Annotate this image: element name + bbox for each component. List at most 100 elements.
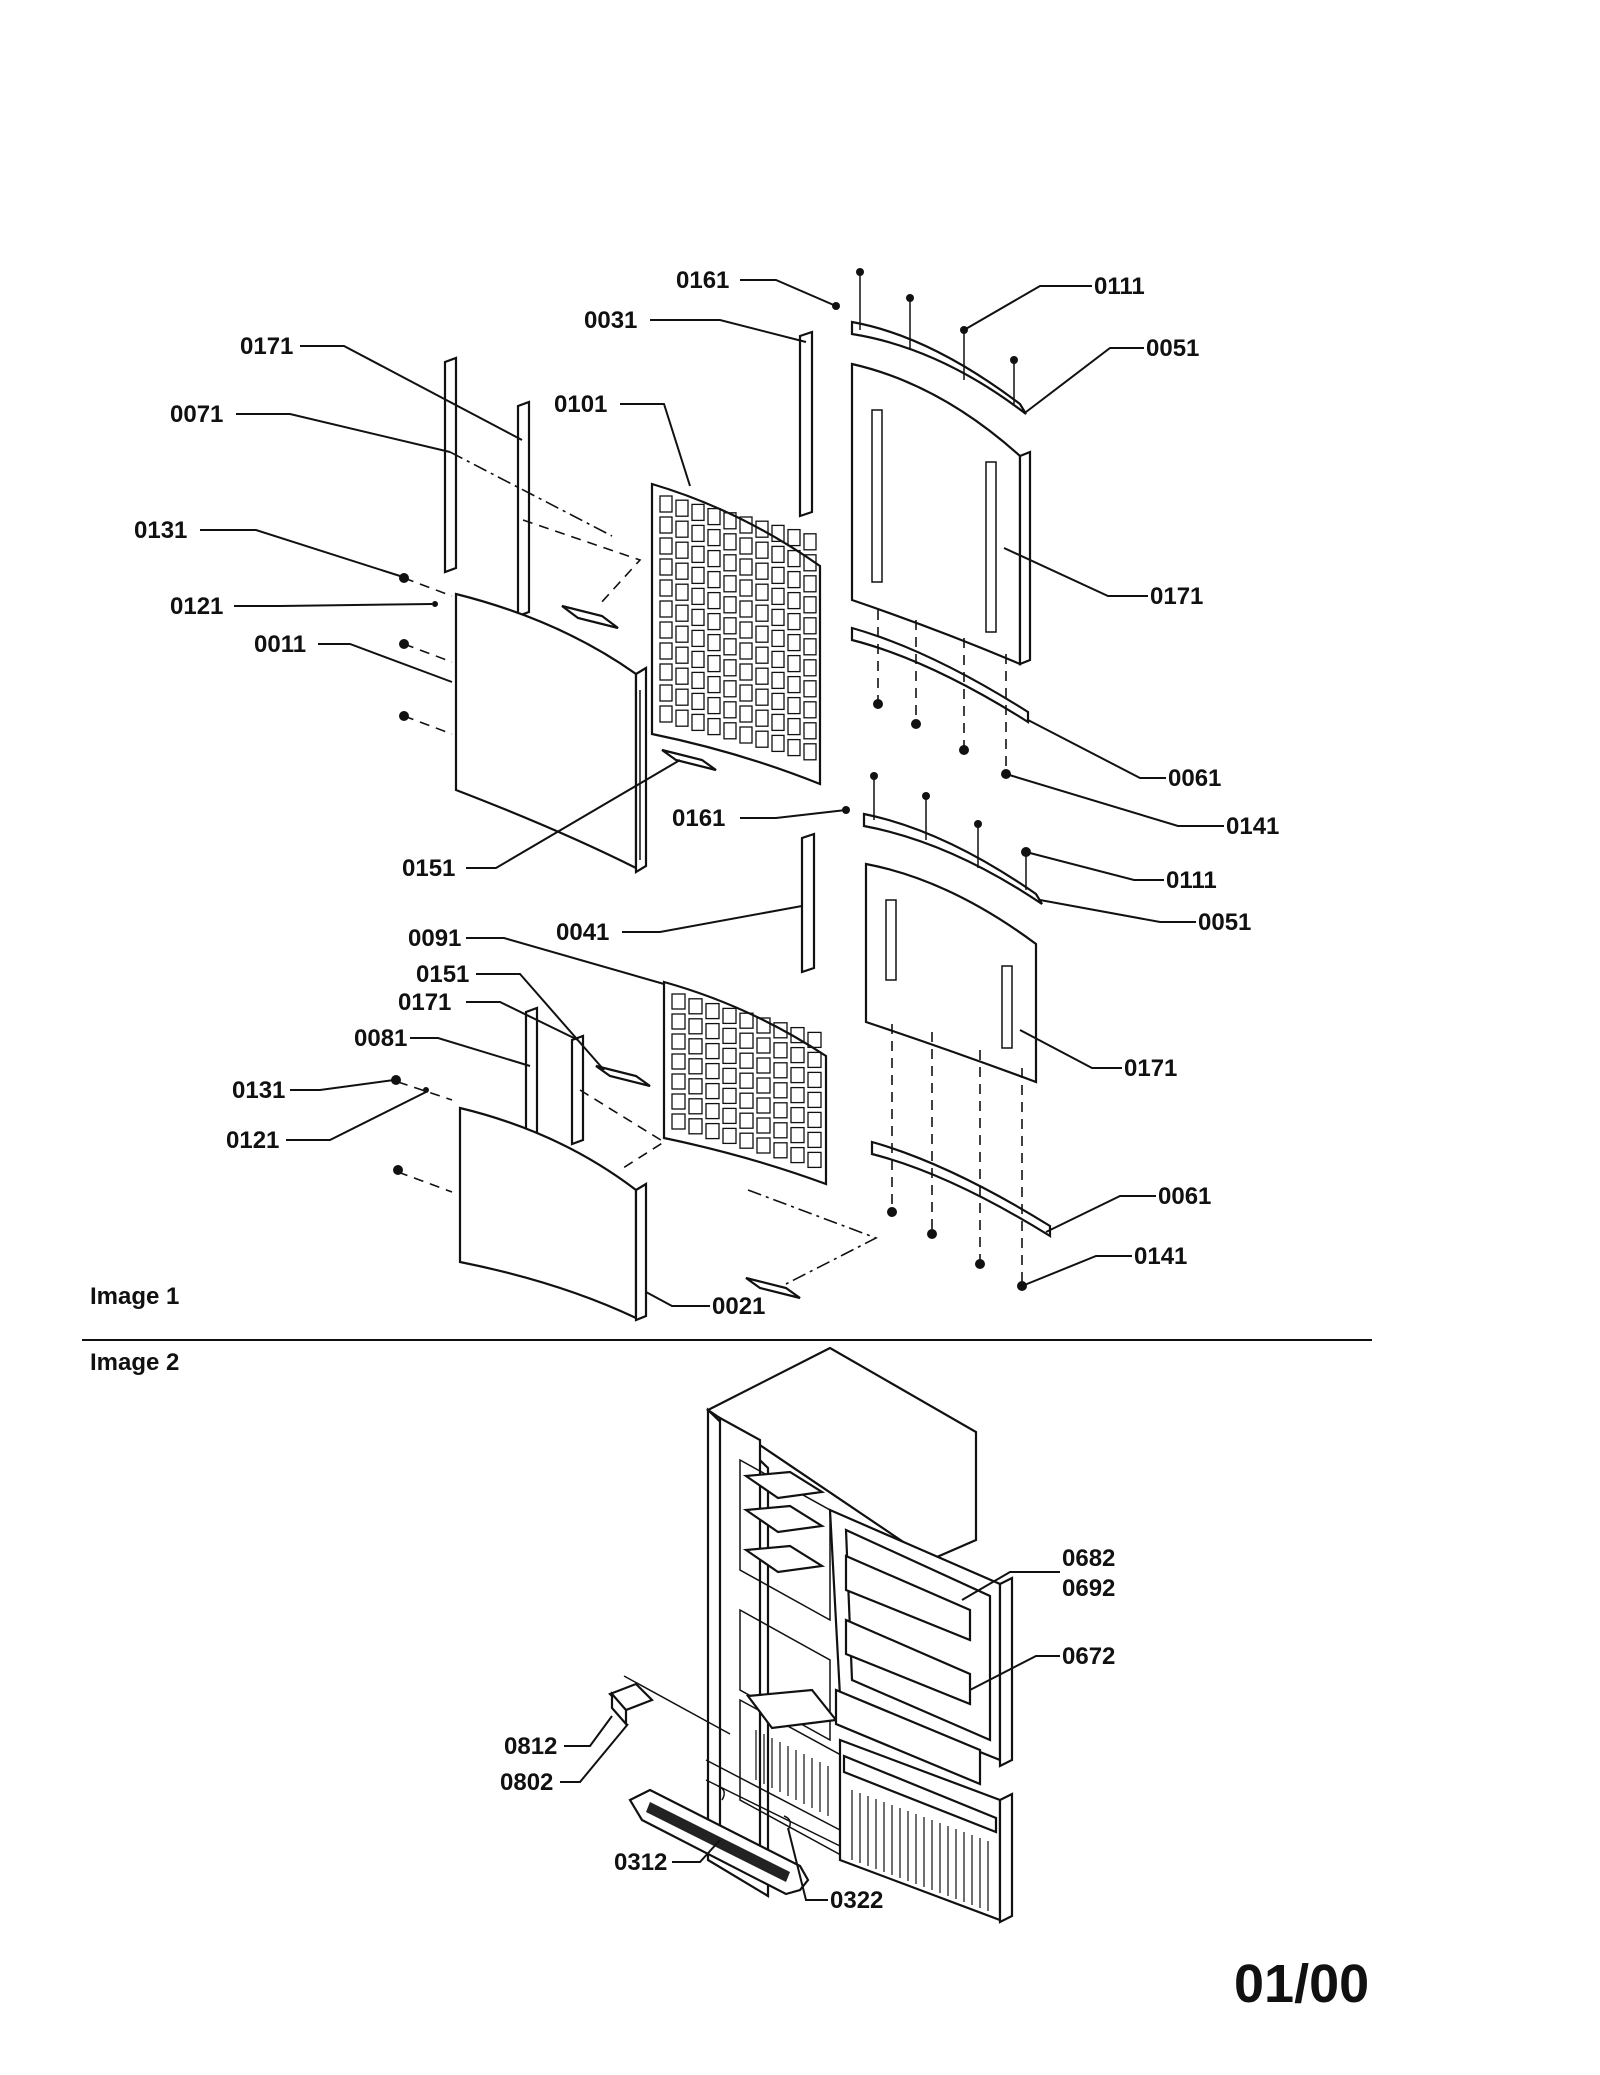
lower-inner-liner-grid — [662, 980, 828, 1186]
liner-grid-cell — [723, 533, 737, 551]
liner-grid-cell — [739, 684, 753, 702]
upper-handle-pad-left — [561, 604, 619, 630]
liner-grid-cell — [722, 1087, 737, 1105]
liner-grid-cell — [691, 524, 705, 543]
callout-0151-top: 0151 — [402, 855, 455, 882]
liner-grid-cell — [787, 549, 801, 568]
liner-grid-cell — [807, 1111, 822, 1129]
liner-grid-cell — [691, 566, 705, 585]
liner-grid-cell — [755, 709, 769, 727]
liner-grid-cell — [803, 533, 817, 551]
liner-grid-cell — [675, 604, 689, 622]
liner-grid-cell — [723, 680, 737, 698]
liner-grid-cell — [787, 717, 801, 736]
liner-grid-cell — [722, 1047, 737, 1065]
door-trim-strip-0071 — [443, 356, 458, 574]
liner-grid-cell — [771, 734, 785, 753]
liner-grid-cell — [707, 549, 721, 568]
liner-grid-cell — [659, 579, 673, 597]
callout-0812: 0812 — [504, 1733, 557, 1760]
liner-grid-cell — [705, 1082, 720, 1100]
liner-grid-cell — [675, 520, 689, 538]
liner-grid-cell — [771, 608, 785, 627]
liner-grid-cell — [771, 713, 785, 732]
lower-door-assembly — [391, 772, 1052, 1322]
liner-grid-cell — [659, 663, 673, 681]
callout-0141-top: 0141 — [1226, 813, 1279, 840]
callout-0101: 0101 — [554, 391, 607, 418]
callout-0121-top: 0121 — [170, 593, 223, 620]
callout-0171-top-left: 0171 — [240, 333, 293, 360]
liner-grid-cell — [807, 1051, 822, 1069]
image2-leader-lines — [560, 1571, 1060, 1901]
callout-0021: 0021 — [712, 1293, 765, 1320]
image2-callouts: 0682 0692 0672 0812 0802 0312 0322 — [500, 1545, 1115, 1914]
liner-grid-cell — [723, 596, 737, 614]
liner-grid-cell — [787, 696, 801, 715]
callout-0121-low: 0121 — [226, 1127, 279, 1154]
liner-grid-cell — [756, 1017, 771, 1034]
liner-grid-cell — [790, 1106, 805, 1124]
liner-grid-cell — [722, 1067, 737, 1085]
liner-grid-cell — [688, 1098, 703, 1115]
liner-grid-cell — [659, 537, 673, 555]
callout-0051-top: 0051 — [1146, 335, 1199, 362]
liner-grid-cell — [773, 1122, 788, 1139]
liner-grid-cell — [691, 608, 705, 627]
liner-grid-cell — [739, 1012, 754, 1029]
liner-grid-cell — [723, 617, 737, 635]
liner-grid-cell — [691, 671, 705, 690]
liner-grid-cell — [691, 713, 705, 732]
liner-grid-cell — [705, 1062, 720, 1080]
callout-0672: 0672 — [1062, 1643, 1115, 1670]
liner-grid-cell — [807, 1091, 822, 1109]
liner-grid-cell — [671, 1033, 686, 1050]
liner-grid-cell — [659, 705, 673, 723]
liner-grid-cell — [675, 541, 689, 559]
liner-grid-cell — [807, 1151, 822, 1169]
liner-grid-cell — [756, 1097, 771, 1114]
callout-0161-mid: 0161 — [672, 805, 725, 832]
liner-grid-cell — [787, 528, 801, 547]
liner-grid-cell — [771, 650, 785, 669]
liner-grid-cell — [755, 520, 769, 538]
leader-lines — [200, 279, 1224, 1307]
liner-grid-cell — [722, 1107, 737, 1125]
liner-grid-cell — [739, 558, 753, 576]
callout-0091: 0091 — [408, 925, 461, 952]
liner-grid-cell — [688, 1058, 703, 1075]
liner-grid-cell — [723, 659, 737, 677]
liner-grid-cell — [723, 575, 737, 593]
liner-grid-cell — [787, 738, 801, 757]
callout-0682: 0682 — [1062, 1545, 1115, 1572]
liner-grid-cell — [723, 701, 737, 719]
liner-grid-cell — [691, 587, 705, 606]
liner-grid-cell — [688, 1118, 703, 1135]
liner-grid-cell — [671, 1113, 686, 1130]
liner-grid-cell — [723, 722, 737, 740]
liner-grid-cell — [803, 617, 817, 635]
liner-grid-cell — [771, 524, 785, 543]
lower-handle-pad-left — [595, 1064, 651, 1088]
upper-door-assembly — [399, 268, 1032, 874]
upper-handle-pad-bottom — [661, 748, 717, 772]
liner-grid-cell — [803, 659, 817, 677]
liner-grid-cell — [723, 554, 737, 572]
liner-grid-cell — [807, 1071, 822, 1089]
liner-grid-cell — [688, 998, 703, 1015]
door-trim-strip-0171-lower — [570, 1034, 585, 1146]
callout-0041: 0041 — [556, 919, 609, 946]
liner-grid-cell — [691, 650, 705, 669]
liner-grid-cell — [739, 600, 753, 618]
door-bin-lower — [834, 1688, 982, 1786]
liner-grid-cell — [739, 705, 753, 723]
liner-grid-cell — [755, 541, 769, 559]
liner-grid-cell — [675, 625, 689, 643]
callout-0802: 0802 — [500, 1769, 553, 1796]
liner-grid-cell — [771, 545, 785, 564]
liner-grid-cell — [756, 1037, 771, 1054]
liner-grid-cell — [723, 512, 737, 530]
liner-grid-cell — [755, 604, 769, 622]
callout-0312: 0312 — [614, 1849, 667, 1876]
upper-inner-liner-grid — [650, 482, 822, 786]
